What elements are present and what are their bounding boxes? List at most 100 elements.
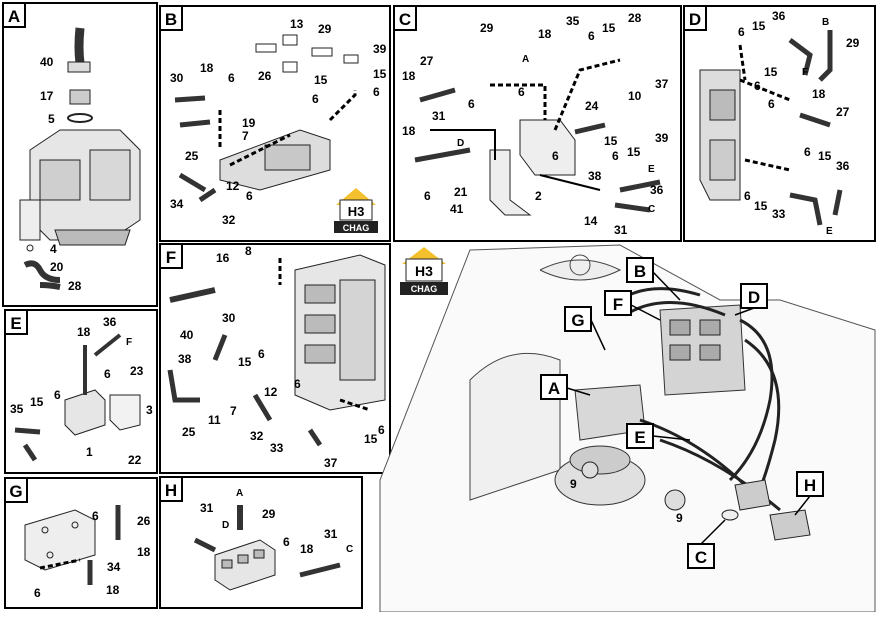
d-label-15b: 15 xyxy=(764,65,778,79)
c-label-15b: 15 xyxy=(604,134,618,148)
c-label-37: 37 xyxy=(655,77,669,91)
c-label-C: C xyxy=(648,204,655,215)
c-label-14: 14 xyxy=(584,214,598,228)
panel-c: C xyxy=(393,5,682,242)
a-label-20: 20 xyxy=(50,260,64,274)
f-label-16: 16 xyxy=(216,251,230,265)
logo-top: H3 CHAG xyxy=(334,188,378,233)
overview-callouts xyxy=(540,257,824,569)
panel-f-letter: F xyxy=(166,248,176,267)
panel-e-letter: E xyxy=(10,314,21,333)
panel-e: E xyxy=(4,309,158,474)
c-label-31: 31 xyxy=(432,109,446,123)
c-label-18b: 18 xyxy=(402,69,416,83)
c-label-6a: 6 xyxy=(588,29,595,43)
f-label-6a: 6 xyxy=(258,347,265,361)
b-label-15b: 15 xyxy=(373,67,387,81)
f-label-15a: 15 xyxy=(238,355,252,369)
f-label-6c: 6 xyxy=(378,423,385,437)
d-label-6e: 6 xyxy=(744,189,751,203)
b-label-18: 18 xyxy=(200,61,214,75)
b-label-25: 25 xyxy=(185,149,199,163)
c-label-41: 41 xyxy=(450,202,464,216)
h-label-31b: 31 xyxy=(324,527,338,541)
b-label-32: 32 xyxy=(222,213,236,227)
c-label-18a: 18 xyxy=(538,27,552,41)
e-label-6a: 6 xyxy=(104,367,111,381)
panel-g-letter: G xyxy=(9,482,22,501)
g-label-6a: 6 xyxy=(92,509,99,523)
overview-callout-h: H xyxy=(804,476,816,495)
a-label-28: 28 xyxy=(68,279,82,293)
c-label-15c: 15 xyxy=(627,145,641,159)
e-label-3: 3 xyxy=(146,403,153,417)
panel-f: F xyxy=(159,243,391,474)
c-label-38: 38 xyxy=(588,169,602,183)
logo-top-badge: H3 xyxy=(348,204,365,219)
c-label-6e: 6 xyxy=(612,149,619,163)
panel-h: H xyxy=(159,476,363,609)
b-label-13: 13 xyxy=(290,17,304,31)
b-label-34: 34 xyxy=(170,197,184,211)
c-label-31b: 31 xyxy=(614,223,628,237)
h-label-6: 6 xyxy=(283,535,290,549)
d-label-29: 29 xyxy=(846,36,860,50)
c-label-2: 2 xyxy=(535,189,542,203)
e-label-1: 1 xyxy=(86,445,93,459)
e-label-35: 35 xyxy=(10,402,24,416)
f-label-11: 11 xyxy=(208,413,221,427)
c-label-6c: 6 xyxy=(468,97,475,111)
c-label-6f: 6 xyxy=(424,189,431,203)
d-label-27: 27 xyxy=(836,105,850,119)
logo-top-text: CHAG xyxy=(343,223,370,233)
panel-d-letter: D xyxy=(689,10,701,29)
overview-callout-c: C xyxy=(695,548,707,567)
f-label-6b: 6 xyxy=(294,377,301,391)
e-label-6b: 6 xyxy=(54,388,61,402)
f-label-33: 33 xyxy=(270,441,284,455)
b-label-29: 29 xyxy=(318,22,332,36)
h-label-31a: 31 xyxy=(200,501,214,515)
overview-callout-a: A xyxy=(548,379,560,398)
c-label-21: 21 xyxy=(454,185,468,199)
logo-overview-badge: H3 xyxy=(415,263,433,279)
a-label-5: 5 xyxy=(48,112,55,126)
d-label-F: F xyxy=(802,67,808,78)
h-label-A: A xyxy=(236,488,243,499)
c-label-6d: 6 xyxy=(552,149,559,163)
e-label-23: 23 xyxy=(130,364,144,378)
overview-callout-f: F xyxy=(613,295,623,314)
logo-overview: H3 CHAG xyxy=(400,247,448,295)
c-label-A: A xyxy=(522,54,529,65)
d-label-36b: 36 xyxy=(836,159,850,173)
h-label-29: 29 xyxy=(262,507,276,521)
e-label-F: F xyxy=(126,337,132,348)
c-label-27: 27 xyxy=(420,54,434,68)
g-label-18b: 18 xyxy=(106,583,120,597)
b-label-26: 26 xyxy=(258,69,272,83)
b-label-6b: 6 xyxy=(312,92,319,106)
logo-overview-text: CHAG xyxy=(411,284,438,294)
c-label-18c: 18 xyxy=(402,124,416,138)
b-label-39: 39 xyxy=(373,42,387,56)
a-label-17: 17 xyxy=(40,89,54,103)
g-label-26: 26 xyxy=(137,514,151,528)
g-label-34: 34 xyxy=(107,560,121,574)
b-label-12: 12 xyxy=(226,179,240,193)
c-label-28: 28 xyxy=(628,11,642,25)
b-label-19: 19 xyxy=(242,116,256,130)
overview-label-9b: 9 xyxy=(676,511,683,525)
panel-a: A xyxy=(2,2,158,307)
a-label-40: 40 xyxy=(40,55,54,69)
h-label-D: D xyxy=(222,520,229,531)
f-label-12: 12 xyxy=(264,385,278,399)
c-label-36: 36 xyxy=(650,183,664,197)
c-label-6b: 6 xyxy=(518,85,525,99)
c-label-E: E xyxy=(648,164,655,175)
c-label-35: 35 xyxy=(566,14,580,28)
panel-a-letter: A xyxy=(8,7,20,26)
e-label-18: 18 xyxy=(77,325,91,339)
f-label-40: 40 xyxy=(180,328,194,342)
e-label-15: 15 xyxy=(30,395,44,409)
overview-label-9a: 9 xyxy=(570,477,577,491)
